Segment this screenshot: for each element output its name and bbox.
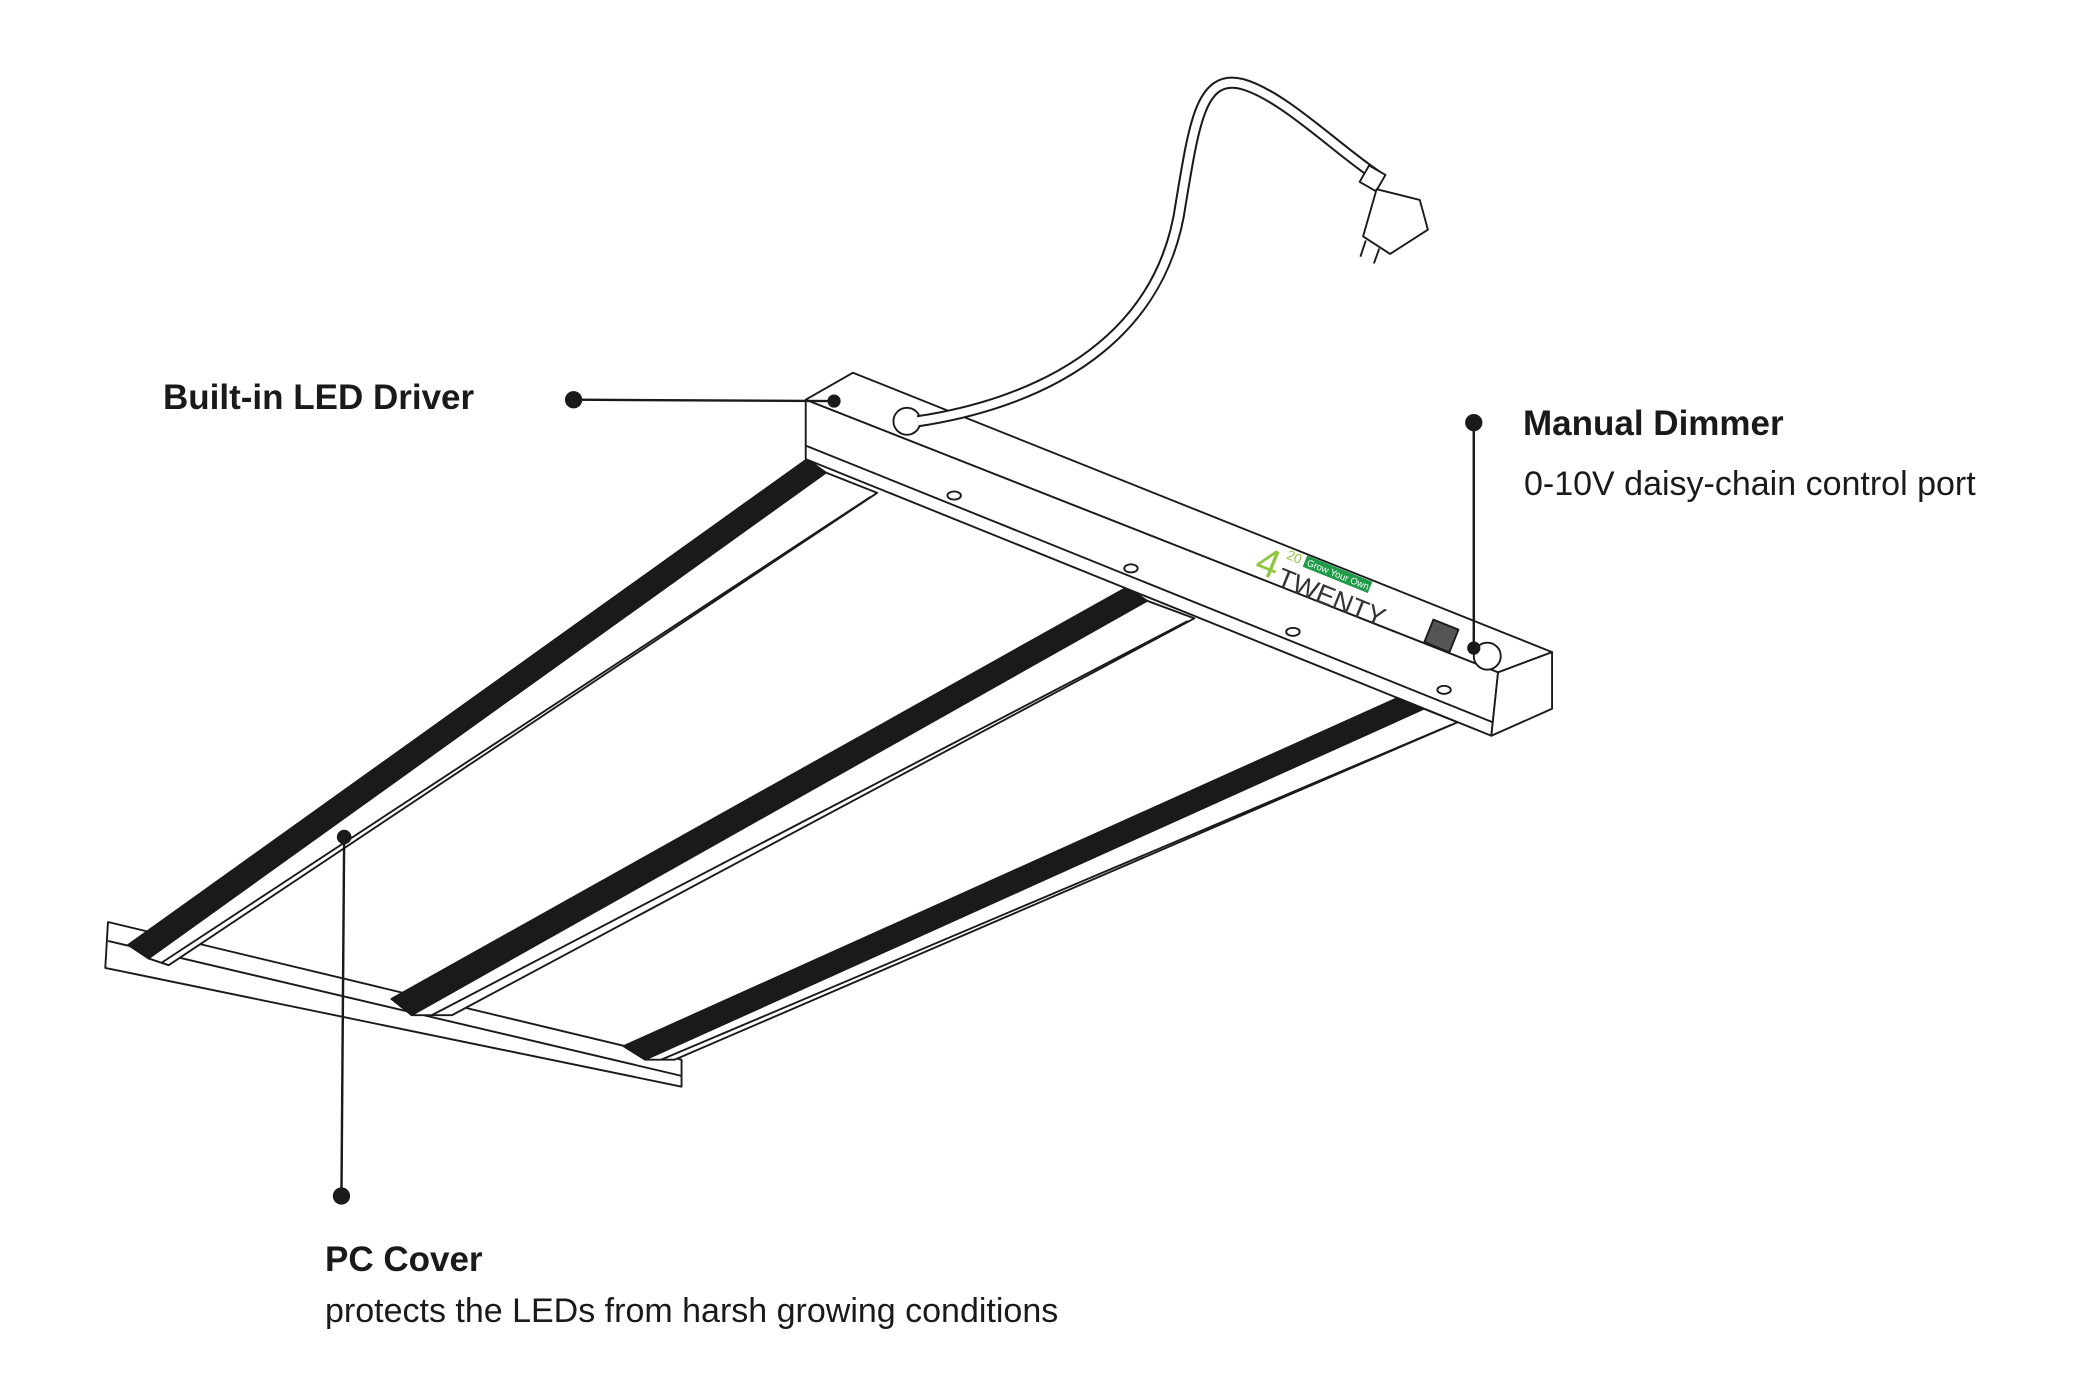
dimmer-leader-dot xyxy=(1465,414,1483,432)
svg-text:20: 20 xyxy=(1285,547,1305,567)
led-bar-1 xyxy=(127,458,879,967)
driver-housing xyxy=(804,371,1554,737)
cover-leader-dot xyxy=(332,1187,351,1205)
driver-leader-line xyxy=(573,398,835,403)
dimmer-callout-title: Manual Dimmer xyxy=(1523,404,1784,443)
power-cable xyxy=(916,76,1380,428)
led-bar-3 xyxy=(622,694,1459,1061)
cover-callout-description: protects the LEDs from harsh growing con… xyxy=(325,1292,1059,1330)
power-plug-icon xyxy=(1358,164,1429,264)
end-cap-rail xyxy=(104,921,683,1088)
dimmer-callout-description: 0-10V daisy-chain control port xyxy=(1524,465,1976,503)
driver-callout-title: Built-in LED Driver xyxy=(163,378,475,417)
cover-callout-title: PC Cover xyxy=(325,1240,483,1279)
led-bar-2 xyxy=(390,586,1196,1017)
driver-leader-dot xyxy=(564,391,583,409)
cover-leader-line xyxy=(340,836,346,1196)
